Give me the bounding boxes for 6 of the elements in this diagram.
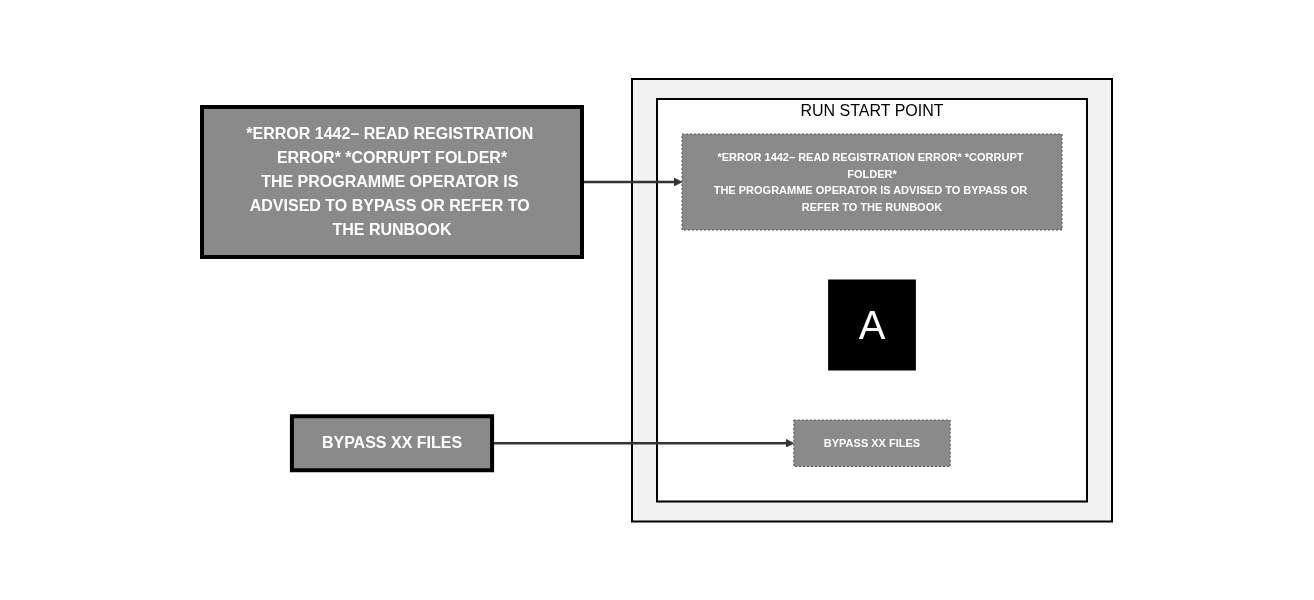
node-box: BYPASS XX FILES bbox=[289, 414, 495, 472]
node-box: *ERROR 1442– READ REGISTRATION ERROR* *CORRUPT FOLDER* THE PROGRAMME OPERATOR IS ADVISED TO BYPASS OR REFER TO THE RUNBOOK bbox=[200, 104, 584, 259]
node-box: BYPASS XX FILES bbox=[793, 419, 951, 467]
cluster bbox=[631, 77, 1113, 523]
node-box: A bbox=[828, 279, 916, 371]
node-box: *ERROR 1442– READ REGISTRATION ERROR* *CORRUPT FOLDER* THE PROGRAMME OPERATOR IS ADVISED TO BYPASS OR REFER TO THE RUNBOOK bbox=[681, 133, 1063, 231]
